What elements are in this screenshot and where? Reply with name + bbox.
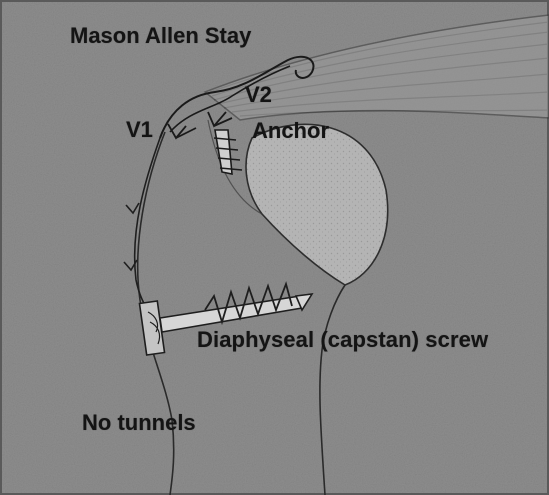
label-no-tunnels: No tunnels: [82, 412, 196, 434]
label-v1: V1: [126, 119, 153, 141]
label-mason-allen-stay: Mason Allen Stay: [70, 25, 251, 47]
label-v2: V2: [245, 84, 272, 106]
label-anchor: Anchor: [252, 120, 329, 142]
label-diaphyseal-screw: Diaphyseal (capstan) screw: [197, 329, 488, 351]
